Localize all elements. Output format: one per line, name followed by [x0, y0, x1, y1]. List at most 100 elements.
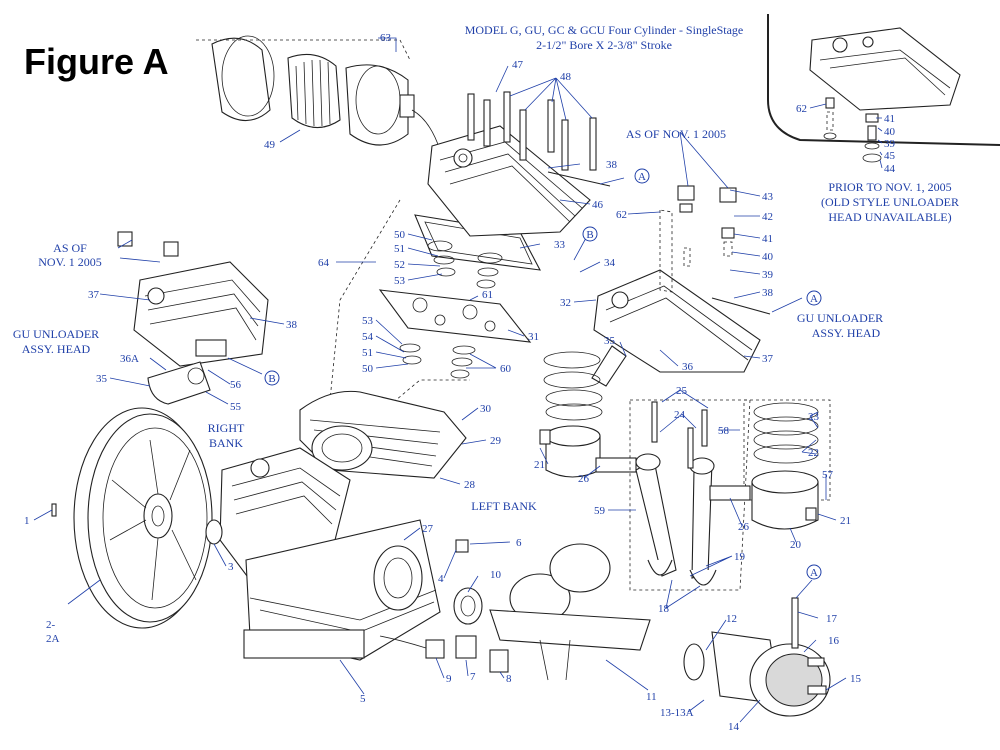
callout-marker	[264, 370, 280, 386]
part-number: 6	[516, 537, 522, 549]
part-number: 20	[790, 539, 802, 551]
part-number: 28	[464, 479, 476, 491]
part-number: 14	[728, 721, 740, 733]
part-number: 26	[738, 521, 750, 533]
part-number: 36	[682, 361, 694, 373]
gu-unloader-head-right-illustration	[591, 185, 771, 387]
part-number: 36A	[120, 353, 139, 365]
caption-gu-unloader-right: GU UNLOADER	[797, 311, 883, 325]
part-number: 40	[884, 126, 896, 138]
part-number: 49	[264, 139, 276, 151]
part-number: 38	[606, 159, 618, 171]
part-number: 23	[808, 411, 820, 423]
gu-unloader-head-left-illustration	[117, 231, 269, 405]
part-number: 34	[604, 257, 616, 269]
part-number: 41	[884, 113, 895, 125]
caption-gu-unloader-right: ASSY. HEAD	[812, 326, 881, 340]
part-number: 39	[762, 269, 774, 281]
part-number: 4	[438, 573, 444, 585]
part-number: 46	[592, 199, 604, 211]
part-number-labels: 63 47 48 49 38 46 64 50 51 52 53 33 61 5…	[24, 32, 896, 733]
inset-note-line1: PRIOR TO NOV. 1, 2005	[828, 180, 951, 194]
callout-marker-label: B	[268, 373, 275, 385]
inset-note-line2: (OLD STYLE UNLOADER	[821, 195, 959, 209]
part-number: 5	[360, 693, 366, 705]
callout-marker-label: A	[638, 171, 646, 183]
part-number: 18	[658, 603, 670, 615]
part-number: 37	[762, 353, 774, 365]
part-number: 10	[490, 569, 502, 581]
part-number: 53	[362, 315, 374, 327]
inset-valve-parts	[823, 97, 882, 163]
callout-marker	[806, 290, 822, 306]
part-number: 1	[24, 515, 30, 527]
caption-as-of-left: AS OF	[53, 241, 87, 255]
piston-right-illustration	[539, 351, 637, 478]
part-number: 62	[616, 209, 627, 221]
part-number: 15	[850, 673, 862, 685]
valve-plate-stack-illustration	[329, 199, 541, 406]
caption-gu-unloader-left: ASSY. HEAD	[22, 342, 91, 356]
part-number: 62	[796, 103, 807, 115]
callout-markers: A B A B A	[264, 168, 822, 580]
model-heading-line2: 2-1/2" Bore X 2-3/8" Stroke	[536, 38, 672, 52]
part-number: 48	[560, 71, 572, 83]
part-number: 55	[230, 401, 242, 413]
part-number: 50	[394, 229, 406, 241]
part-number: 30	[480, 403, 492, 415]
part-number: 2-	[46, 619, 56, 631]
part-number: 51	[394, 243, 405, 255]
part-number: 8	[506, 673, 512, 685]
part-number: 39	[884, 138, 896, 150]
part-number: 25	[676, 385, 688, 397]
part-number: 7	[470, 671, 476, 683]
part-number: 32	[560, 297, 571, 309]
part-number: 29	[490, 435, 502, 447]
part-number: 12	[726, 613, 737, 625]
part-number: 38	[762, 287, 774, 299]
part-number: 42	[762, 211, 773, 223]
flywheel-illustration	[73, 407, 213, 629]
figure-title: Figure A	[24, 41, 169, 82]
leader-lines	[33, 37, 883, 723]
part-number: 51	[362, 347, 373, 359]
part-number: 56	[230, 379, 242, 391]
part-number: 37	[88, 289, 100, 301]
part-number: 35	[604, 335, 616, 347]
part-number: 21	[840, 515, 851, 527]
part-number: 9	[446, 673, 452, 685]
part-number: 16	[828, 635, 840, 647]
caption-right-bank: BANK	[209, 436, 243, 450]
part-number: 22	[808, 447, 819, 459]
part-number: 3	[228, 561, 234, 573]
connecting-rods-illustration	[629, 399, 751, 591]
part-number: 58	[718, 425, 730, 437]
part-number: 45	[884, 150, 896, 162]
seal-illustration	[205, 519, 223, 545]
part-number: 27	[422, 523, 434, 535]
part-number: 11	[646, 691, 657, 703]
part-number: 21	[534, 459, 545, 471]
part-number: 38	[286, 319, 298, 331]
part-number: 41	[762, 233, 773, 245]
caption-as-of-left: NOV. 1 2005	[38, 255, 101, 269]
callout-marker	[806, 564, 822, 580]
part-number: 53	[394, 275, 406, 287]
callout-marker	[634, 168, 650, 184]
part-number: 13-13A	[660, 707, 694, 719]
part-number: 35	[96, 373, 108, 385]
part-number: 17	[826, 613, 838, 625]
inset-note-line3: HEAD UNAVAILABLE)	[828, 210, 951, 224]
inset-head-illustration	[809, 27, 961, 111]
fittings-illustration	[379, 635, 509, 673]
callout-marker-label: A	[810, 567, 818, 579]
inset-border	[767, 14, 1000, 146]
piston-left-illustration	[709, 399, 831, 530]
caption-right-bank: RIGHT	[208, 421, 245, 435]
part-number: 64	[318, 257, 330, 269]
part-number: 24	[674, 409, 686, 421]
part-number: 57	[822, 469, 834, 481]
part-number: 19	[734, 551, 746, 563]
callout-marker-label: B	[586, 229, 593, 241]
